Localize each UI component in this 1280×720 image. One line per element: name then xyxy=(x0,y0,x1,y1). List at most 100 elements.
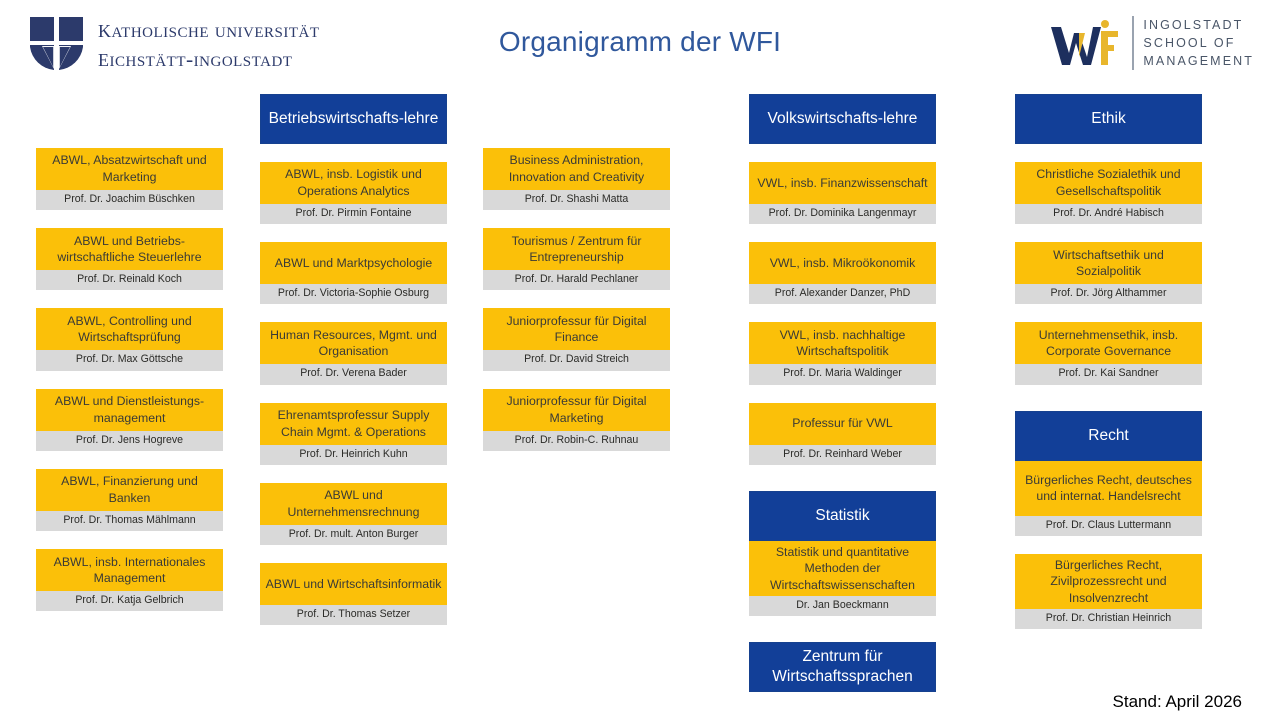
chair-holder: Prof. Alexander Danzer, PhD xyxy=(749,284,936,305)
spacer xyxy=(1015,304,1202,322)
chair-holder: Prof. Dr. Thomas Setzer xyxy=(260,605,447,626)
chair-title: ABWL, insb. Internationales Management xyxy=(36,549,223,592)
chair-holder: Prof. Dr. Jörg Althammer xyxy=(1015,284,1202,305)
spacer xyxy=(749,465,936,491)
chair-title: ABWL und Marktpsychologie xyxy=(260,242,447,285)
chair-holder: Prof. Dr. Reinhard Weber xyxy=(749,444,936,465)
chair-holder: Dr. Jan Boeckmann xyxy=(749,595,936,617)
chair-title: Bürgerliches Recht, Zivilprozessrecht un… xyxy=(1015,553,1202,609)
school-name-line1: INGOLSTADT xyxy=(1143,18,1244,32)
chair-title: Business Administration, Innovation and … xyxy=(483,148,670,190)
chair-card[interactable]: Tourismus / Zentrum für Entrepreneurship… xyxy=(483,228,670,291)
column-3: Business Administration, Innovation and … xyxy=(483,148,670,451)
chair-holder: Prof. Dr. Verena Bader xyxy=(260,364,447,385)
chair-holder: Prof. Dr. Maria Waldinger xyxy=(749,364,936,385)
chair-card[interactable]: ABWL, Controlling und Wirtschaftsprüfung… xyxy=(36,308,223,371)
spacer xyxy=(260,545,447,563)
spacer xyxy=(36,290,223,308)
chair-title: Human Resources, Mgmt. und Organisation xyxy=(260,322,447,365)
spacer xyxy=(260,144,447,162)
school-name-line3: MANAGEMENT xyxy=(1143,54,1254,69)
university-name-line2: Eichstätt-Ingolstadt xyxy=(98,43,293,73)
column-header-4[interactable]: Volkswirtschafts-lehre xyxy=(749,94,936,144)
chair-title: ABWL und Betriebs-wirtschaftliche Steuer… xyxy=(36,228,223,271)
school-logo: INGOLSTADT SCHOOL OF MANAGEMENT xyxy=(1049,16,1254,71)
school-wordmark: INGOLSTADT SCHOOL OF MANAGEMENT xyxy=(1132,16,1254,71)
chair-title: Ehrenamtsprofessur Supply Chain Mgmt. & … xyxy=(260,402,447,445)
chair-holder: Prof. Dr. Shashi Matta xyxy=(483,190,670,211)
chair-title: Unternehmensethik, insb. Corporate Gover… xyxy=(1015,322,1202,365)
spacer xyxy=(483,210,670,228)
chair-card[interactable]: VWL, insb. nachhaltige Wirtschaftspoliti… xyxy=(749,322,936,385)
university-name-line1: Katholische Universität xyxy=(98,14,320,43)
chair-holder: Prof. Dr. André Habisch xyxy=(1015,204,1202,225)
spacer xyxy=(260,465,447,483)
column-header-5[interactable]: Ethik xyxy=(1015,94,1202,144)
spacer xyxy=(483,290,670,308)
school-name-line2: SCHOOL OF xyxy=(1143,36,1236,51)
wfi-mark-icon xyxy=(1049,19,1123,67)
spacer xyxy=(749,144,936,162)
chair-title: VWL, insb. Mikroökonomik xyxy=(749,242,936,285)
chair-holder: Prof. Dr. Harald Pechlaner xyxy=(483,270,670,291)
chair-card[interactable]: ABWL, insb. Logistik und Operations Anal… xyxy=(260,162,447,225)
spacer xyxy=(260,304,447,322)
chair-card[interactable]: Ehrenamtsprofessur Supply Chain Mgmt. & … xyxy=(260,402,447,465)
spacer xyxy=(749,616,936,642)
chair-title: ABWL, Finanzierung und Banken xyxy=(36,468,223,511)
chair-holder: Prof. Dr. Kai Sandner xyxy=(1015,364,1202,385)
spacer xyxy=(749,304,936,322)
chair-holder: Prof. Dr. Thomas Mählmann xyxy=(36,510,223,532)
chair-card[interactable]: Christliche Sozialethik und Gesellschaft… xyxy=(1015,162,1202,225)
column-header-2[interactable]: Betriebswirtschafts-lehre xyxy=(260,94,447,144)
chair-holder: Prof. Dr. Victoria-Sophie Osburg xyxy=(260,284,447,305)
chair-holder: Prof. Dr. Jens Hogreve xyxy=(36,430,223,451)
status-date: Stand: April 2026 xyxy=(1112,692,1242,711)
chair-holder: Prof. Dr. Joachim Büschken xyxy=(36,190,223,211)
chair-card[interactable]: Bürgerliches Recht, Zivilprozessrecht un… xyxy=(1015,553,1202,630)
chair-holder: Prof. Dr. Dominika Langenmayr xyxy=(749,204,936,225)
chair-title: ABWL, insb. Logistik und Operations Anal… xyxy=(260,162,447,204)
chair-holder: Prof. Dr. Heinrich Kuhn xyxy=(260,444,447,465)
chair-card[interactable]: Unternehmensethik, insb. Corporate Gover… xyxy=(1015,322,1202,385)
chair-holder: Prof. Dr. Pirmin Fontaine xyxy=(260,204,447,225)
chair-card[interactable]: Business Administration, Innovation and … xyxy=(483,148,670,211)
chair-holder: Prof. Dr. Katja Gelbrich xyxy=(36,591,223,612)
chair-card[interactable]: Bürgerliches Recht, deutsches und intern… xyxy=(1015,460,1202,536)
chair-title: Juniorprofessur für Digital Marketing xyxy=(483,388,670,431)
chair-card[interactable]: Statistik und quantitative Methoden der … xyxy=(749,540,936,617)
spacer xyxy=(1015,224,1202,242)
chair-title: ABWL und Wirtschaftsinformatik xyxy=(260,563,447,606)
ku-shield-icon xyxy=(28,15,86,71)
spacer xyxy=(749,224,936,242)
chair-card[interactable]: ABWL und Betriebs-wirtschaftliche Steuer… xyxy=(36,228,223,291)
chair-title: Juniorprofessur für Digital Finance xyxy=(483,308,670,351)
chair-title: VWL, insb. nachhaltige Wirtschaftspoliti… xyxy=(749,322,936,365)
chair-holder: Prof. Dr. Max Göttsche xyxy=(36,350,223,371)
chair-title: Professur für VWL xyxy=(749,402,936,445)
spacer xyxy=(1015,536,1202,554)
spacer xyxy=(483,371,670,389)
section-header-statistik[interactable]: Statistik xyxy=(749,490,936,541)
section-header-recht[interactable]: Recht xyxy=(1015,410,1202,461)
section-header-zentrum-wirtschaftssprachen[interactable]: Zentrum für Wirtschaftssprachen xyxy=(749,642,936,693)
